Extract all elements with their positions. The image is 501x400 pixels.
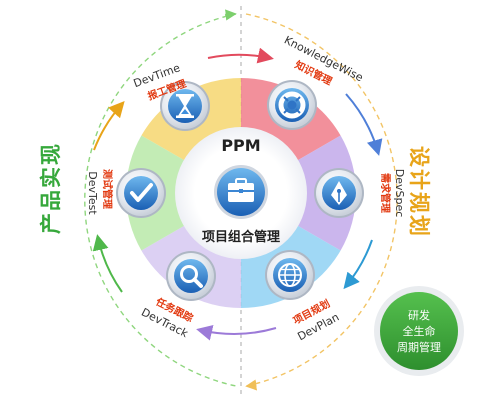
- cycle-arrow-right-upper: [345, 93, 383, 156]
- cycle-arrow-left-lower: [92, 234, 123, 293]
- svg-text:设计规划: 设计规划: [407, 146, 431, 238]
- briefcase-icon: [214, 165, 268, 219]
- badge-line-3: 周期管理: [397, 340, 441, 354]
- devtest-label-en: DevTest: [86, 171, 99, 215]
- module-button-knowledgewise[interactable]: [267, 80, 317, 130]
- cycle-arrow-top: [207, 47, 274, 64]
- badge-line-1: 研发: [408, 308, 430, 322]
- outer-arrow-left: [224, 9, 237, 21]
- center-title: PPM: [221, 136, 260, 155]
- center-subtitle: 项目组合管理: [202, 229, 280, 245]
- module-button-devtest[interactable]: [116, 168, 166, 218]
- globe-icon: [278, 263, 302, 287]
- module-button-devtime[interactable]: [160, 81, 210, 131]
- cycle-arrow-bottom: [196, 324, 277, 341]
- lifebuoy-icon: [278, 91, 306, 119]
- pen-nib-icon: [331, 181, 347, 205]
- devtest-label-cn: 测试管理: [101, 169, 114, 209]
- svg-text:产品实现: 产品实现: [39, 142, 63, 234]
- devspec-label-cn: 需求管理: [379, 173, 392, 213]
- side-label-right: 设计规划: [407, 146, 431, 238]
- outer-arrow-right: [245, 379, 258, 391]
- magnifier-icon: [180, 265, 203, 288]
- module-button-devspec[interactable]: [314, 168, 364, 218]
- cycle-arrow-right-lower: [343, 239, 373, 290]
- devspec-label-en: DevSpec: [393, 169, 406, 218]
- module-button-devplan[interactable]: [265, 250, 315, 300]
- hourglass-icon: [176, 94, 194, 118]
- badge-line-2: 全生命: [403, 324, 436, 338]
- cycle-arrow-left-upper: [93, 101, 125, 151]
- module-button-devtrack[interactable]: [166, 251, 216, 301]
- lifecycle-badge: 研发 全生命 周期管理: [374, 286, 464, 376]
- checkmark-icon: [130, 183, 153, 202]
- side-label-left: 产品实现: [39, 142, 63, 234]
